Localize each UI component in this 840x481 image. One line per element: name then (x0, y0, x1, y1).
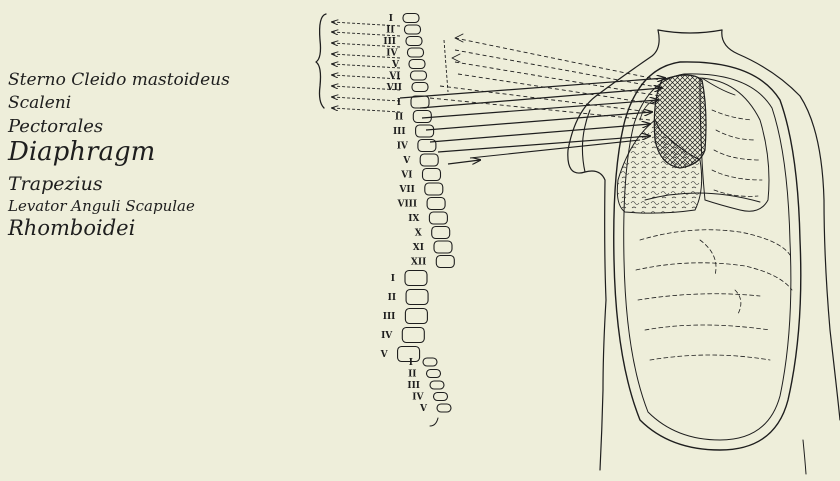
lumbar-vertebra-2: II (388, 290, 428, 305)
thoracic-vertebra-12: XII (411, 256, 454, 268)
thoracic-organs (617, 75, 769, 213)
thoracic-nerve-arrow-7 (448, 160, 480, 164)
sacral-vertebra-3: III (407, 381, 444, 391)
cervical-vertical-dashed (444, 40, 448, 92)
thoracic-numeral-4: IV (397, 142, 409, 152)
cervical-vertebra-3: III (383, 37, 422, 48)
thoracic-vertebra-11: XI (413, 241, 452, 253)
thoracic-vertebra-9: IX (408, 212, 447, 224)
sacral-vertebra-1: I (409, 358, 437, 368)
lumbar-numeral-4: IV (381, 331, 393, 341)
cervical-vertebra-1: I (389, 14, 419, 25)
cervical-numeral-2: II (386, 26, 394, 36)
left-lung (700, 78, 769, 211)
cervical-numeral-5: V (391, 60, 400, 70)
upper-nerve-bracket (316, 14, 326, 108)
thoracic-numeral-5: V (402, 156, 411, 166)
heart-crosshatched (654, 75, 706, 168)
thoracic-vertebra-2: II (395, 111, 431, 123)
nerve-connections (332, 22, 665, 164)
cervical-nerve-arrow-8 (332, 97, 400, 101)
cervical-vertebra-7: VII (386, 83, 428, 94)
lumbar-numeral-1: I (391, 274, 395, 284)
cervical-numeral-3: III (383, 37, 396, 47)
cervical-vertebra-5: V (391, 60, 425, 71)
thoracic-vertebra-7: VII (398, 183, 442, 195)
cervical-to-chest-line-2 (455, 50, 662, 88)
cervical-numeral-1: I (389, 14, 393, 24)
thoracic-vertebra-3: III (393, 125, 434, 137)
cervical-nerve-arrow-5 (332, 64, 400, 68)
thoracic-numeral-7: VII (398, 185, 414, 195)
cervical-numeral-6: VI (388, 72, 400, 82)
lumbar-vertebra-3: III (383, 309, 428, 324)
lumbar-vertebra-5: V (380, 347, 420, 362)
sacral-numeral-4: IV (412, 393, 424, 403)
thoracic-nerve-arrow-1 (400, 78, 665, 98)
thoracic-vertebra-4: IV (397, 140, 436, 152)
lumbar-numeral-2: II (388, 293, 396, 303)
sacral-numeral-5: V (419, 404, 428, 414)
thoracic-numeral-12: XII (411, 258, 426, 268)
cervical-nerve-arrow-9 (332, 108, 400, 112)
lumbar-vertebra-4: IV (381, 328, 424, 343)
sacral-vertebra-2: II (408, 370, 440, 380)
sacral-numeral-1: I (409, 358, 413, 368)
thoracic-vertebra-5: V (402, 154, 438, 166)
cervical-numeral-7: VII (386, 83, 402, 93)
lumbar-vertebra-1: I (391, 271, 427, 286)
lumbar-numeral-5: V (380, 350, 389, 360)
thoracic-vertebra-8: VIII (396, 198, 445, 210)
cervical-to-chest-line-1 (455, 38, 660, 80)
thoracic-numeral-8: VIII (396, 200, 417, 210)
thoracic-vertebra-10: X (415, 227, 450, 239)
thoracic-vertebra-6: VI (400, 169, 440, 181)
thoracic-numeral-1: I (397, 98, 401, 108)
thoracic-numeral-11: XI (413, 243, 424, 253)
abdominal-contents (636, 230, 792, 360)
dashed-arrowhead-2 (452, 54, 460, 62)
cervical-vertebra-6: VI (388, 71, 426, 82)
cervical-vertebra-4: IV (386, 48, 423, 59)
thoracic-numeral-6: VI (400, 171, 412, 181)
thoracic-numeral-3: III (393, 127, 406, 137)
thoracic-numeral-9: IX (408, 214, 419, 224)
trunk-oval (614, 62, 801, 450)
lumbar-numeral-3: III (383, 312, 396, 322)
cervical-to-chest-line-4 (458, 74, 655, 104)
sacral-vertebra-5: V (419, 404, 451, 414)
thoracic-numeral-10: X (415, 229, 422, 239)
thoracic-numeral-2: II (395, 113, 403, 123)
sacral-numeral-3: III (407, 381, 420, 391)
cervical-vertebra-2: II (386, 25, 420, 36)
sacral-vertebra-4: IV (412, 393, 447, 403)
spinal-column: IIIIIIIVVVIVIIIIIIIIIVVVIVIIVIIIIXXXIXII… (380, 14, 455, 427)
thoracic-nerve-arrow-2 (420, 88, 662, 108)
sacral-numeral-2: II (408, 370, 416, 380)
